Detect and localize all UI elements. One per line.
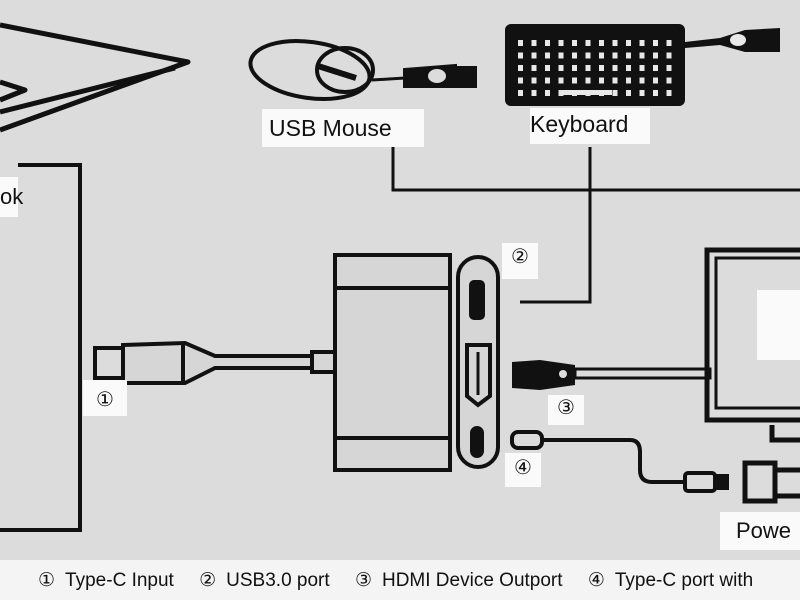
legend-text: Type-C port with — [614, 570, 754, 591]
keyboard-key — [626, 90, 631, 96]
keyboard-key — [666, 90, 672, 96]
keyboard-key — [518, 52, 523, 59]
keyboard-key — [545, 90, 550, 96]
keyboard-key — [531, 77, 537, 84]
legend-marker: ④ — [587, 570, 605, 591]
keyboard-icon — [505, 24, 780, 106]
legend-marker: ③ — [354, 570, 372, 591]
keyboard-key — [666, 40, 672, 46]
keyboard-key — [639, 90, 645, 96]
keyboard-key — [639, 65, 645, 71]
legend-marker: ② — [199, 570, 217, 591]
power-adapter-icon — [742, 460, 800, 504]
keyboard-label: Keyboard — [530, 108, 650, 144]
connection-diagram: USB Mouse Keyboard ok Powe ① ② ③ ④ — [0, 22, 800, 550]
keyboard-key — [558, 52, 564, 59]
keyboard-key — [612, 52, 618, 59]
keyboard-key — [518, 65, 523, 71]
legend-item-type-c-pd-port: ④ Type-C port with — [588, 570, 763, 591]
keyboard-key — [545, 77, 550, 84]
keyboard-key — [531, 65, 537, 71]
keyboard-key — [639, 52, 645, 59]
type-c-power-cable-icon — [510, 430, 729, 493]
legend-caption: ① Type-C Input ② USB3.0 port ③ HDMI Device … — [0, 560, 800, 600]
legend-item-hdmi-outport: ③ HDMI Device Outport — [355, 570, 573, 591]
keyboard-key — [639, 77, 645, 84]
keyboard-key — [585, 77, 591, 84]
type-c-cable-icon — [93, 340, 337, 385]
keyboard-key — [653, 90, 658, 96]
usb-mouse-label: USB Mouse — [262, 109, 424, 147]
keyboard-key — [531, 90, 537, 96]
legend-text: HDMI Device Outport — [381, 570, 563, 591]
hdmi-cable-icon — [512, 360, 712, 390]
laptop-body-outline — [0, 163, 82, 532]
keyboard-key — [626, 52, 631, 59]
keyboard-key — [666, 52, 672, 59]
keyboard-key — [585, 52, 591, 59]
keyboard-key — [518, 40, 523, 46]
keyboard-key — [518, 90, 523, 96]
laptop-icon — [0, 22, 191, 133]
keyboard-key — [626, 77, 631, 84]
legend-item-type-c-input: ① Type-C Input — [38, 570, 184, 591]
keyboard-key — [639, 40, 645, 46]
laptop-label: ok — [0, 177, 23, 217]
keyboard-key — [558, 90, 564, 96]
keyboard-key — [612, 90, 618, 96]
keyboard-key — [585, 65, 591, 71]
keyboard-key — [653, 65, 658, 71]
keyboard-key — [558, 65, 564, 71]
legend-text: USB3.0 port — [226, 570, 330, 591]
keyboard-key — [558, 77, 564, 84]
keyboard-key — [572, 65, 577, 71]
monitor-icon — [704, 247, 800, 443]
keyboard-key — [545, 52, 550, 59]
keyboard-key — [612, 77, 618, 84]
keyboard-key — [572, 77, 577, 84]
keyboard-key — [666, 77, 672, 84]
keyboard-key — [626, 40, 631, 46]
keyboard-spacebar — [562, 90, 612, 95]
keyboard-key — [666, 65, 672, 71]
keyboard-key — [585, 40, 591, 46]
keyboard-key — [518, 77, 523, 84]
keyboard-key — [599, 52, 604, 59]
keyboard-key — [545, 65, 550, 71]
keyboard-key — [653, 52, 658, 59]
port-4-marker: ④ — [505, 453, 541, 487]
keyboard-key — [545, 40, 550, 46]
keyboard-key — [531, 52, 537, 59]
usb-c-hub-icon — [333, 253, 500, 472]
keyboard-key — [599, 40, 604, 46]
keyboard-key — [572, 40, 577, 46]
legend-item-usb3-port: ② USB3.0 port — [199, 570, 340, 591]
keyboard-key — [599, 65, 604, 71]
keyboard-key — [612, 40, 618, 46]
keyboard-key — [531, 40, 537, 46]
usb-mouse-icon — [248, 39, 477, 101]
power-label: Powe — [720, 512, 800, 550]
keyboard-key — [558, 40, 564, 46]
legend-marker: ① — [38, 570, 56, 591]
keyboard-key — [653, 40, 658, 46]
usb-wiring — [391, 147, 800, 304]
port-1-marker: ① — [83, 380, 127, 416]
keyboard-key — [572, 52, 577, 59]
keyboard-key — [612, 65, 618, 71]
legend-text: Type-C Input — [65, 570, 174, 591]
keyboard-key — [626, 65, 631, 71]
keyboard-key — [599, 77, 604, 84]
keyboard-key — [653, 77, 658, 84]
port-2-marker: ② — [502, 243, 538, 279]
port-3-marker: ③ — [548, 395, 584, 425]
